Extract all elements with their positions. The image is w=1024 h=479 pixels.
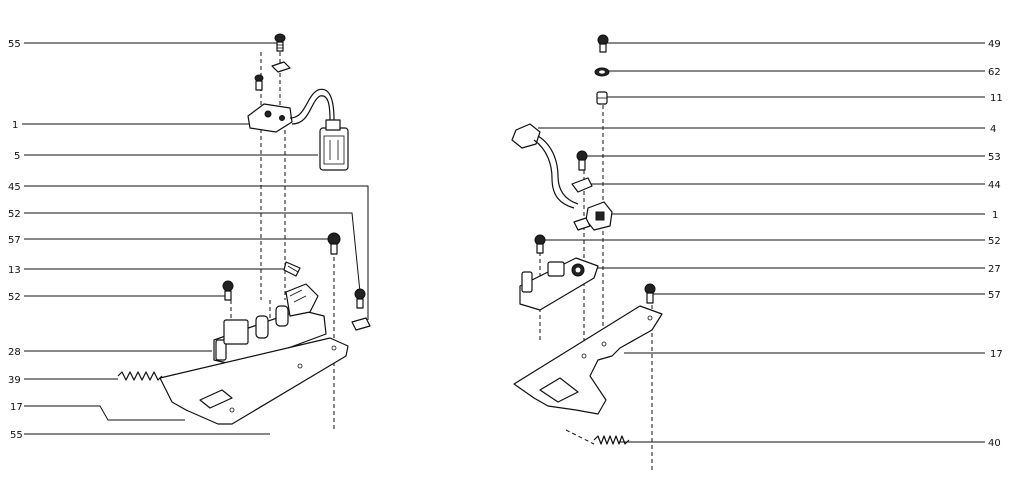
callout-label: 52 xyxy=(8,292,21,303)
callout-label: 55 xyxy=(8,39,21,50)
callout-label: 62 xyxy=(988,67,1001,78)
base-plate-17-right xyxy=(513,305,663,415)
callout-label: 17 xyxy=(990,349,1003,360)
callout-label: 27 xyxy=(988,264,1001,275)
screw-52-right xyxy=(351,288,371,331)
callout-label: 40 xyxy=(988,438,1001,449)
screw-55-top xyxy=(274,33,286,52)
callout-label: 45 xyxy=(8,182,21,193)
contact-housing-28 xyxy=(213,283,327,367)
callout-label: 5 xyxy=(14,151,20,162)
callout-label: 44 xyxy=(988,180,1001,191)
callout-label: 53 xyxy=(988,152,1001,163)
callout-label: 55 xyxy=(10,430,23,441)
washer-62 xyxy=(594,67,610,77)
connector-4 xyxy=(511,123,579,209)
callout-label: 1 xyxy=(992,210,998,221)
contact-27 xyxy=(519,257,599,311)
callout-label: 52 xyxy=(8,209,21,220)
left-assembly xyxy=(22,33,371,435)
callout-label: 49 xyxy=(988,39,1001,50)
switch-1-right xyxy=(573,201,613,231)
callout-label: 57 xyxy=(8,235,21,246)
cable-left xyxy=(289,88,335,125)
screw-left-small xyxy=(254,74,264,91)
screw-49 xyxy=(597,34,609,53)
callout-label: 1 xyxy=(12,120,18,131)
right-callout-labels: 49 62 11 4 53 44 1 52 27 57 17 40 xyxy=(988,39,1003,449)
left-leader-lines xyxy=(22,42,369,435)
callout-label: 57 xyxy=(988,290,1001,301)
spring-40 xyxy=(593,435,630,445)
clip-44 xyxy=(571,177,593,193)
screw-53 xyxy=(576,150,588,171)
screw-52-right-assembly xyxy=(534,234,546,254)
screw-57-right xyxy=(644,283,656,304)
screw-52-left xyxy=(222,280,234,301)
callout-label: 13 xyxy=(8,265,21,276)
bracket-1-left xyxy=(247,103,293,133)
base-plate-17-left xyxy=(159,337,349,425)
callout-label: 39 xyxy=(8,375,21,386)
screw-57-left xyxy=(327,232,341,255)
callout-label: 28 xyxy=(8,347,21,358)
switch-5 xyxy=(319,119,349,171)
left-callout-labels: 55 1 5 45 52 57 13 52 28 39 17 55 xyxy=(8,39,23,441)
washer-left xyxy=(271,61,291,73)
sleeve-11 xyxy=(596,91,608,105)
spring-39 xyxy=(117,371,163,381)
right-leader-lines xyxy=(538,42,985,443)
spring-clip-13 xyxy=(283,261,301,277)
callout-label: 52 xyxy=(988,236,1001,247)
callout-label: 11 xyxy=(990,93,1003,104)
callout-label: 17 xyxy=(10,402,23,413)
callout-label: 4 xyxy=(990,124,996,135)
right-assembly xyxy=(511,34,985,470)
